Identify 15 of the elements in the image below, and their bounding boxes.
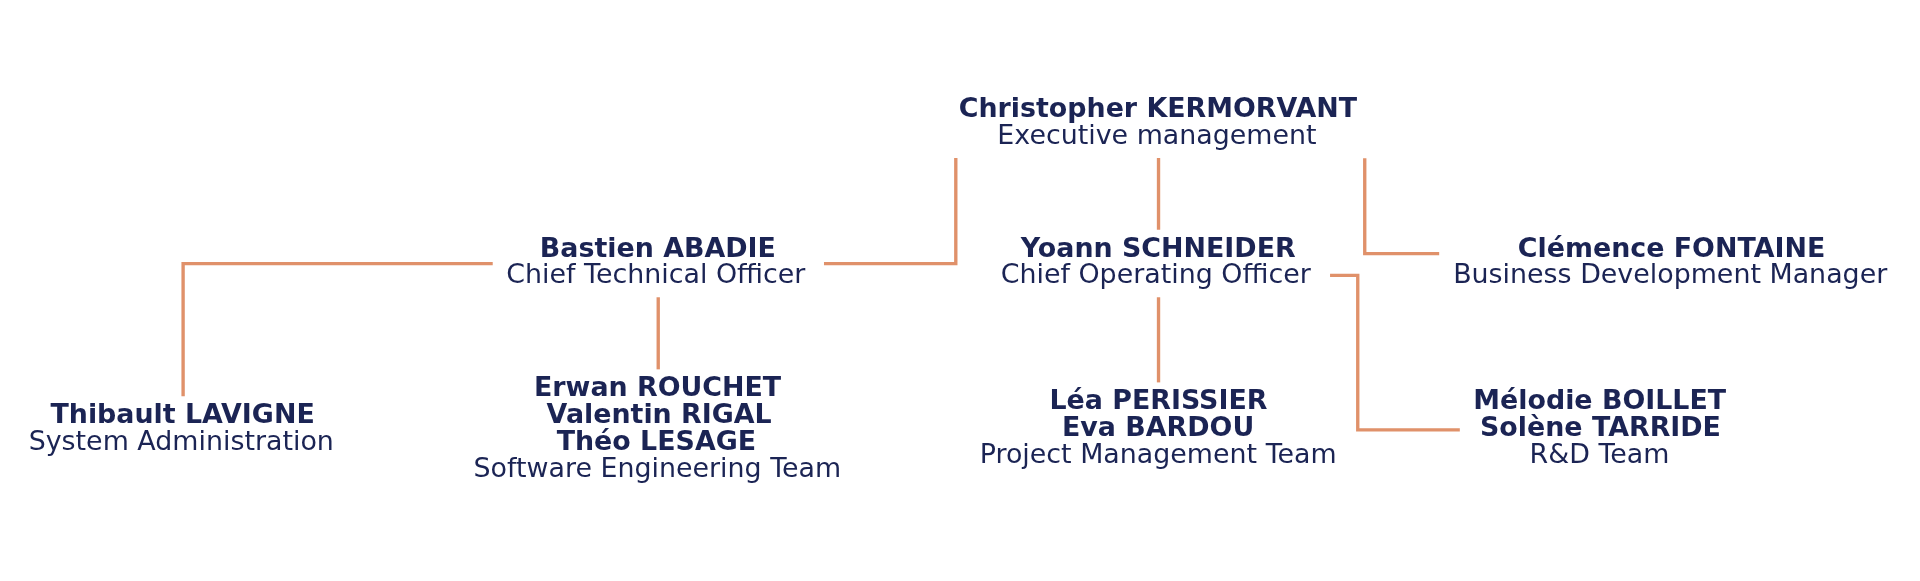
connector xyxy=(1156,297,1161,383)
connector xyxy=(1363,158,1440,256)
connector xyxy=(1156,158,1161,230)
node-text: Erwan ROUCHET Valentin RIGAL Théo LESAGE Software Engineering Team xyxy=(473,370,842,483)
node-text: Thibault LAVIGNE System Administration xyxy=(28,397,334,456)
node-text: Yoann SCHNEIDER Chief Operating Officer xyxy=(1000,231,1311,290)
connector xyxy=(181,261,493,397)
connector xyxy=(656,297,660,370)
node-text: Bastien ABADIE Chief Technical Officer xyxy=(506,231,806,290)
node-text: Léa PERISSIER Eva BARDOU Project Management Team xyxy=(979,384,1337,470)
node-text: Clémence FONTAINE Business Development Manager xyxy=(1453,231,1888,290)
node-text: Mélodie BOILLET Solène TARRIDE R&D Team xyxy=(1473,384,1727,470)
node-text: Christopher KERMORVANT Executive management xyxy=(958,92,1358,151)
connector xyxy=(824,158,958,266)
connector xyxy=(1330,273,1460,432)
